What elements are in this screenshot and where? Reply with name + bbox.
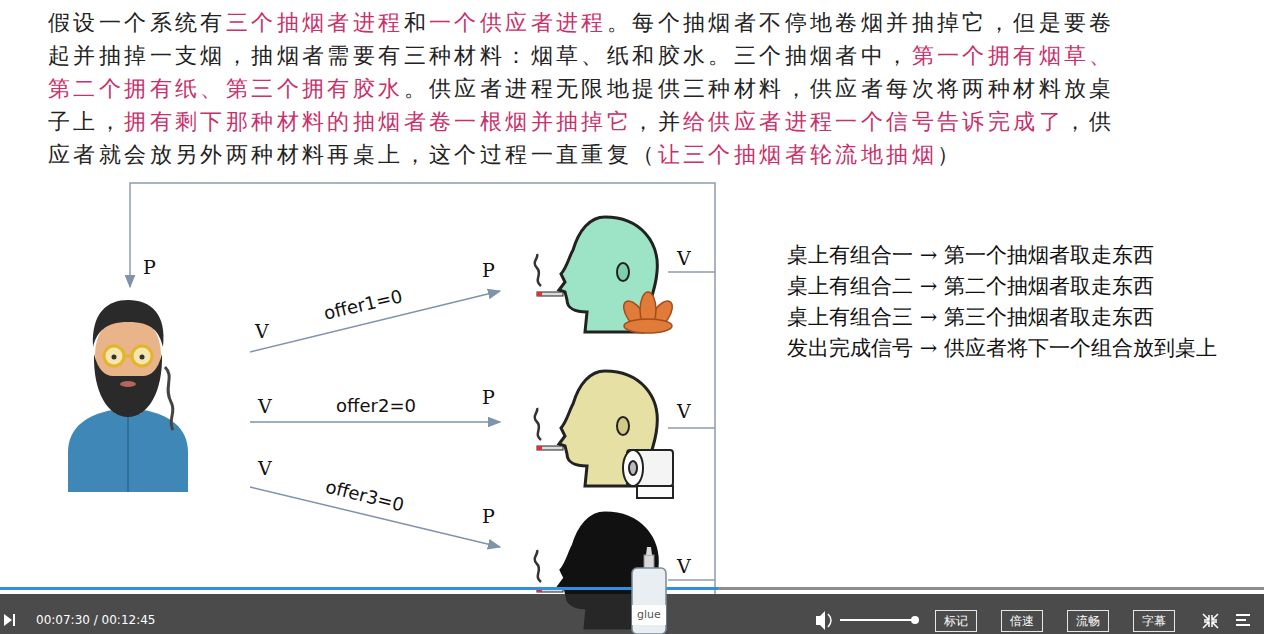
player-icon (4, 611, 1250, 630)
highlight-text: 让三个抽烟者轮流地抽烟 (658, 142, 937, 167)
semaphore-label: offer2=0 (334, 395, 418, 416)
semaphore-op: V (677, 247, 691, 269)
body-text: 假设一个系统有 (48, 10, 226, 35)
highlight-text: 给供应者进程一个信号告诉完成了 (683, 109, 1064, 134)
problem-text: 假设一个系统有三个抽烟者进程和一个供应者进程。每个抽烟者不停地卷烟并抽掉它，但是… (48, 6, 1134, 171)
glue-bottle (632, 547, 666, 634)
body-text: ，并 (632, 109, 683, 134)
progress-fill (0, 587, 718, 590)
highlight-text: 三个抽烟者进程 (226, 10, 404, 35)
supplier-figure (68, 300, 188, 492)
offer-arrow (250, 291, 500, 547)
smoker-figure (535, 371, 673, 498)
semaphore-op: V (677, 400, 691, 422)
semaphore-op: V (258, 395, 272, 417)
body-text: ） (937, 142, 962, 167)
body-text: 和 (404, 10, 429, 35)
player-button: 标记 (935, 610, 977, 632)
semaphore-op: P (482, 259, 495, 281)
rule-text: 桌上有组合一 → 第一个抽烟者取走东西 (787, 240, 1154, 271)
smoker-figure (535, 217, 677, 333)
semaphore-op: V (677, 555, 691, 577)
player-button: 字幕 (1133, 610, 1175, 632)
player-button: 倍速 (1001, 610, 1043, 632)
semaphore-op: V (258, 457, 272, 479)
highlight-text: 拥有剩下那种材料的抽烟者卷一根烟并抽掉它 (124, 109, 632, 134)
semaphore-op: P (143, 256, 156, 278)
semaphore-op: V (255, 320, 269, 342)
button-text: 倍速 (1010, 614, 1034, 628)
highlight-text: 一个供应者进程 (429, 10, 607, 35)
semaphore-op: P (482, 386, 495, 408)
button-text: 流畅 (1076, 614, 1100, 628)
bottle-label: glue (637, 608, 661, 621)
rule-text: 发出完成信号 → 供应者将下一个组合放到桌上 (787, 333, 1239, 364)
time-display: 00:07:30 / 00:12:45 (36, 613, 155, 627)
semaphore-op: P (482, 505, 495, 527)
player-button: 流畅 (1067, 610, 1109, 632)
semaphore-label: offer3=0 (322, 475, 408, 516)
button-text: 字幕 (1142, 614, 1166, 628)
button-text: 标记 (944, 614, 968, 628)
semaphore-label: offer1=0 (320, 284, 406, 323)
rule-text: 桌上有组合三 → 第三个抽烟者取走东西 (787, 302, 1154, 333)
rule-text: 桌上有组合二 → 第二个抽烟者取走东西 (787, 271, 1154, 302)
